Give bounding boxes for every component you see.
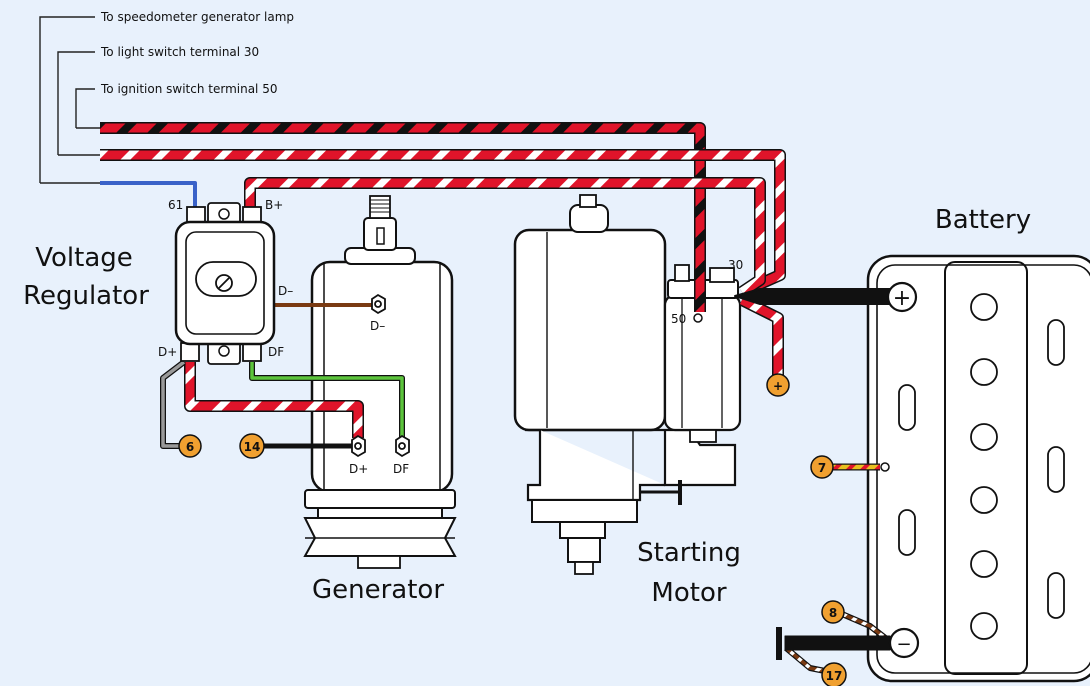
battery	[866, 254, 1090, 683]
wires	[100, 122, 896, 675]
badge-17	[821, 662, 847, 686]
starter-30-label: 30	[728, 258, 743, 272]
leader-ignition	[75, 88, 95, 128]
battery-slots	[898, 319, 1065, 619]
battery-ground-strap	[784, 635, 891, 651]
leader-note-light-switch: To light switch terminal 30	[100, 45, 259, 59]
wire-blue-61	[100, 181, 197, 210]
badge-6	[178, 434, 202, 458]
terminal-61-label: 61	[168, 198, 183, 212]
badge-14	[239, 433, 265, 459]
leader-speedometer	[39, 16, 95, 183]
leader-lines	[39, 16, 100, 184]
badge-17-label: 17	[826, 669, 843, 683]
regulator-title-line1: Voltage	[35, 243, 133, 273]
gen-dplus-label: D+	[349, 462, 368, 476]
terminal-reg-dminus-label: D–	[278, 284, 293, 298]
badge-plus-label: +	[773, 379, 783, 393]
generator	[303, 195, 457, 569]
badge-14-label: 14	[244, 440, 261, 454]
generator-terminals	[351, 293, 410, 458]
badges	[178, 373, 847, 686]
battery-minus-symbol: −	[896, 634, 911, 655]
battery-title: Battery	[935, 205, 1031, 235]
badge-7	[810, 455, 834, 479]
starter-50-label: 50	[671, 312, 686, 326]
regulator-title-line2: Regulator	[23, 281, 149, 311]
terminal-bplus-label: B+	[265, 198, 283, 212]
badge-8	[821, 600, 845, 624]
voltage-regulator	[174, 202, 276, 365]
terminal-dplus-label: D+	[158, 345, 177, 359]
battery-cell-caps	[970, 293, 998, 640]
gen-df-label: DF	[393, 462, 409, 476]
terminal-df-label: DF	[268, 345, 284, 359]
badge-8-label: 8	[829, 606, 837, 620]
leader-note-speedometer: To speedometer generator lamp	[100, 10, 294, 24]
badge-7-label: 7	[818, 461, 826, 475]
starter-title-line1: Starting	[637, 538, 741, 568]
battery-terminals	[886, 281, 920, 659]
gen-dminus-label: D–	[370, 319, 385, 333]
battery-positive-cable	[734, 288, 896, 305]
starting-motor	[513, 194, 742, 575]
battery-plus-symbol: +	[893, 286, 911, 311]
leader-light-switch	[57, 51, 95, 155]
leader-note-ignition: To ignition switch terminal 50	[100, 82, 277, 96]
badge-plus	[766, 373, 790, 397]
starter-title-line2: Motor	[651, 578, 726, 608]
badge-6-label: 6	[186, 440, 194, 454]
generator-title: Generator	[312, 575, 444, 605]
